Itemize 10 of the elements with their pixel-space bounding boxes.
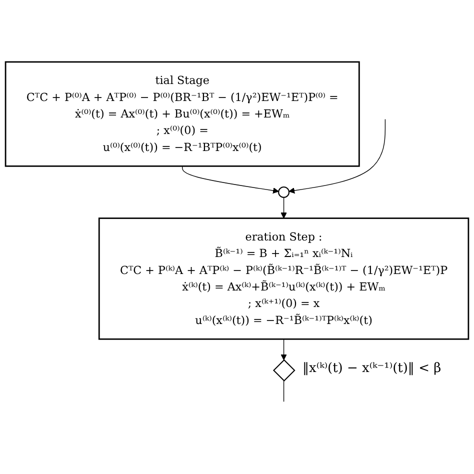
arrow [182,166,279,194]
arrow [280,197,287,219]
node-box: eration Step : B̃⁽ᵏ⁻¹⁾ = B + Σᵢ₌₁ⁿ xᵢ⁽ᵏ⁻¹⁾Nᵢ CᵀC + P⁽ᵏ⁾A + AᵀP⁽ᵏ⁾ − P⁽ᵏ⁾(B̃⁽ᵏ⁻¹⁾R⁻¹B̃⁽ᵏ⁻¹⁾ᵀ − (1/γ²)EW⁻¹Eᵀ)P ẋ⁽ᵏ⁾(t) = Ax⁽ᵏ⁾+B̃⁽ᵏ⁻¹⁾u⁽ᵏ⁾(x⁽ᵏ⁾(t)) + EWₘ ; x⁽ᵏ⁺¹⁾(0) = x u⁽ᵏ⁾(x⁽ᵏ⁾(t)) = −R⁻¹B̃⁽ᵏ⁻¹⁾ᵀP⁽ᵏ⁾x⁽ᵏ⁾(t) [98,218,470,340]
arrow [280,338,287,360]
node-box: tial Stage CᵀC + P⁽⁰⁾A + AᵀP⁽⁰⁾ − P⁽⁰⁾(BR⁻¹Bᵀ − (1/γ²)EW⁻¹Eᵀ)P⁽⁰⁾ = ẋ⁽⁰⁾(t) = Ax⁽⁰⁾(t) + Bu⁽⁰⁾(x⁽⁰⁾(t)) = +EWₘ ; x⁽⁰⁾(0) = u⁽⁰⁾(x⁽⁰⁾(t)) = −R⁻¹BᵀP⁽⁰⁾x⁽⁰⁾(t) [4,61,360,167]
connector [283,380,284,402]
node-diamond [272,359,296,382]
arrow [288,118,386,194]
node-circle [278,186,290,198]
condition-text: ‖x⁽ᵏ⁾(t) − x⁽ᵏ⁻¹⁾(t)‖ < β [302,361,442,376]
